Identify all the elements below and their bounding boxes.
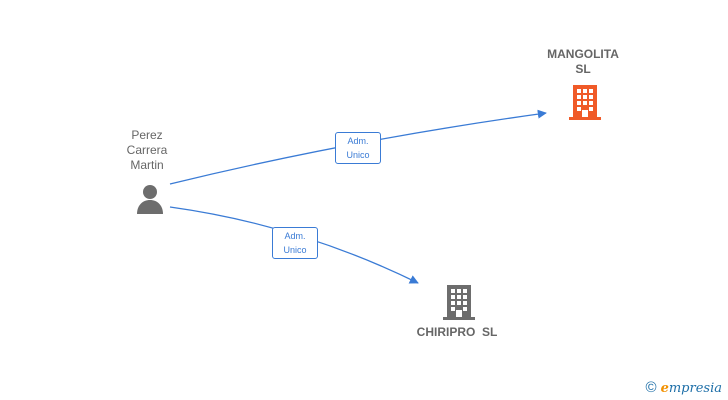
building-icon[interactable] bbox=[442, 284, 476, 320]
building-icon[interactable] bbox=[568, 84, 602, 120]
copyright-brand: © empresia bbox=[646, 379, 722, 396]
company-name-mangolita[interactable]: MANGOLITA SL bbox=[547, 47, 619, 76]
relation-label-adm-unico[interactable]: Adm. Unico bbox=[335, 132, 381, 164]
company-name-chiripro[interactable]: CHIRIPRO SL bbox=[416, 325, 498, 339]
person-name[interactable]: Perez Carrera Martin bbox=[126, 128, 168, 172]
relation-label-adm-unico[interactable]: Adm. Unico bbox=[272, 227, 318, 259]
person-icon[interactable] bbox=[134, 183, 166, 215]
brand-logo: empresia bbox=[661, 380, 722, 396]
brand-logo-e: e bbox=[660, 380, 669, 396]
brand-logo-text: mpresia bbox=[668, 380, 722, 396]
copyright-icon: © bbox=[645, 379, 657, 396]
